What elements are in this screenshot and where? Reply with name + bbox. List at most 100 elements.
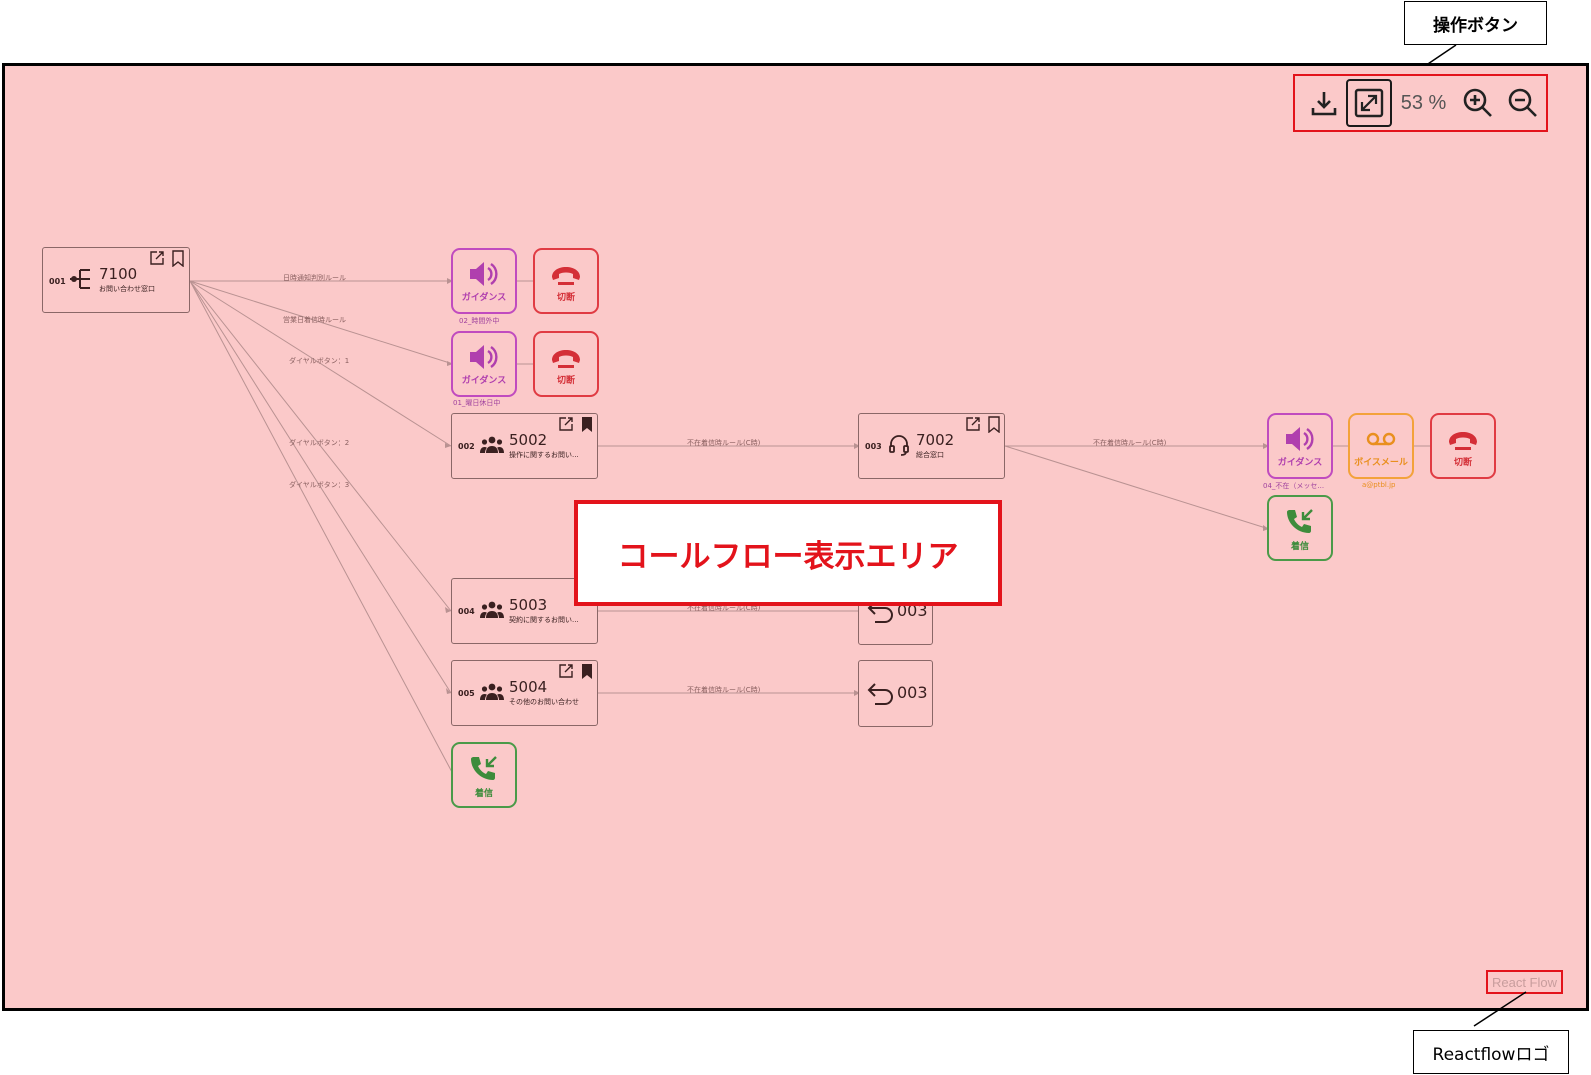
edge-label: 不在着信時ルール(C時) [687,439,761,447]
edge-label: ダイヤルボタン：3 [289,481,350,489]
edge-label: 不在着信時ルール(C時) [1093,439,1167,447]
zoom-in-button[interactable] [1455,79,1500,127]
edge-001-002 [189,280,452,447]
arrowhead [446,688,451,694]
fit-view-icon [1354,88,1384,118]
speaker-icon [470,345,498,369]
zoom-level: 53 % [1400,91,1447,114]
guidance-caption: 01_曜日休日中 [453,399,501,407]
hangup-tile[interactable]: 切断 [533,331,599,397]
open-external-icon[interactable] [149,250,165,266]
reactflow-attribution-link[interactable]: React Flow [1486,970,1563,994]
tile-label: 着信 [474,789,493,799]
guidance-tile[interactable]: ガイダンス [451,331,517,397]
edge-label: ダイヤルボタン：1 [289,357,350,365]
edge-001-004 [189,280,452,612]
edge-001-guidance2 [189,280,454,365]
hangup-tile[interactable]: 切断 [1430,413,1496,479]
download-icon [1311,92,1337,116]
download-button[interactable] [1301,79,1346,127]
edge-001-incoming [189,280,454,775]
tile-label: 着信 [1290,542,1309,552]
arrowhead [445,607,451,613]
open-external-icon[interactable] [558,663,574,679]
node-seq: 005 [458,689,475,698]
arrowhead [447,361,453,366]
node-subtitle: その他のお問い合わせ [509,698,579,706]
arrowhead [854,690,860,696]
node-003[interactable]: 003 7002 総合窓口 [858,413,1005,479]
node-002[interactable]: 002 5002 操作に関するお問い... [451,413,598,479]
edge-label: 不在着信時ルール(C時) [687,686,761,694]
group-icon [480,683,504,700]
arrowhead [447,278,453,284]
node-number: 5004 [509,678,548,696]
tile-label: 切断 [1453,458,1472,468]
guidance-caption: 04_不在（メッセ... [1263,482,1325,490]
node-number: 7002 [916,431,955,449]
bookmark-filled-icon[interactable] [580,663,594,680]
zoom-out-button[interactable] [1501,79,1546,127]
arrowhead [1263,443,1269,449]
node-number: 7100 [99,265,138,283]
node-subtitle: お問い合わせ窓口 [99,285,155,293]
speaker-icon [470,262,498,286]
node-001[interactable]: 001 7100 お問い合わせ窓口 [42,247,190,313]
tile-label: ボイスメール [1354,458,1408,468]
hangup-icon [552,267,580,285]
edge-label: ダイヤルボタン：2 [289,439,350,447]
incoming-call-icon [471,756,497,780]
open-external-icon[interactable] [558,416,574,432]
group-icon [480,601,504,618]
branch-icon [70,269,90,289]
node-number: 5003 [509,596,548,614]
zoom-out-icon [1508,88,1538,117]
tile-label: ガイダンス [1277,458,1323,468]
speaker-icon [1286,427,1314,451]
arrowhead [445,443,451,448]
edges-layer [189,278,1431,775]
open-external-icon[interactable] [965,416,981,432]
incoming-tile[interactable]: 着信 [451,742,517,808]
zoom-in-icon [1463,88,1492,117]
group-icon [480,436,504,453]
edge-label: 日時通知判別ルール [283,274,346,282]
guidance-tile[interactable]: ガイダンス [1267,413,1333,479]
node-seq: 002 [458,442,475,451]
node-004[interactable]: 004 5003 契約に関するお問い... [451,578,598,644]
headset-icon [889,435,909,456]
return-target: 003 [897,683,928,702]
control-panel: 53 % [1293,74,1548,132]
edge-label: 営業日着信時ルール [283,316,346,324]
arrowhead [854,443,860,449]
node-seq: 004 [458,607,475,616]
bookmark-icon[interactable] [171,250,185,267]
node-subtitle: 操作に関するお問い... [509,451,579,459]
tile-label: 切断 [556,376,575,386]
incoming-call-icon [1287,509,1313,533]
bookmark-icon[interactable] [987,416,1001,433]
area-annotation-label: コールフロー表示エリア [574,500,1002,606]
hangup-tile[interactable]: 切断 [533,248,599,314]
tile-label: ガイダンス [461,293,507,303]
edge-003-incoming [1004,445,1270,530]
tile-label: ガイダンス [461,376,507,386]
logo-callout: Reactflowロゴ [1413,1030,1569,1074]
voicemail-tile[interactable]: ボイスメール [1348,413,1414,479]
return-arrow-icon [867,683,893,705]
guidance-tile[interactable]: ガイダンス [451,248,517,314]
node-005[interactable]: 005 5004 その他のお問い合わせ [451,660,598,726]
node-seq: 001 [49,277,66,286]
guidance-caption: 02_時間外中 [459,317,500,325]
callflow-canvas[interactable]: 日時通知判別ルール 営業日着信時ルール ダイヤルボタン：1 ダイヤルボタン：2 … [2,63,1589,1011]
return-node-003-b[interactable]: 003 [858,660,933,727]
edge-label: 不在着信時ルール(C時) [687,604,761,612]
bookmark-filled-icon[interactable] [580,416,594,433]
tile-label: 切断 [556,293,575,303]
voicemail-icon [1366,432,1396,446]
hangup-icon [1449,432,1477,450]
fit-view-button[interactable] [1346,79,1392,127]
incoming-tile[interactable]: 着信 [1267,495,1333,561]
node-seq: 003 [865,442,882,451]
controls-callout: 操作ボタン [1404,1,1547,45]
